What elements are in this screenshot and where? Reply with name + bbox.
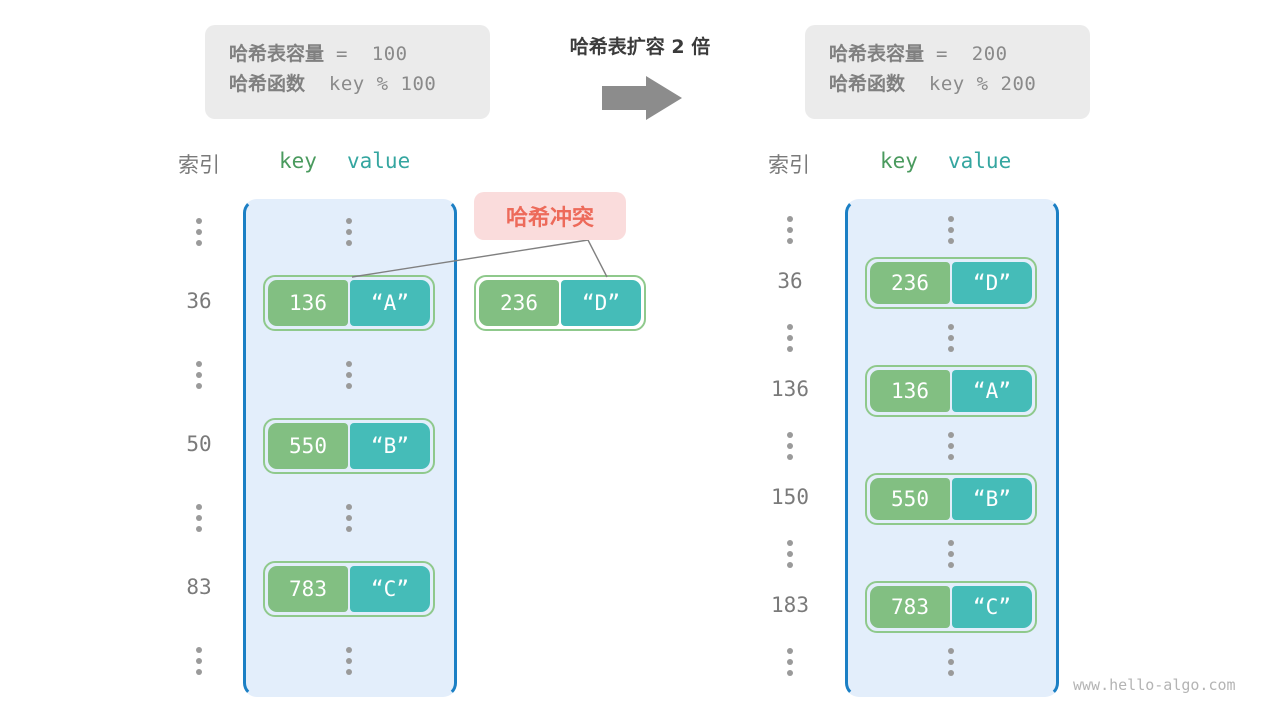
kv-pair[interactable]: 550“B” [263, 417, 435, 474]
right-hash-label: 哈希函数 [829, 73, 906, 95]
left-capacity-value: = 100 [324, 43, 408, 65]
kv-value: “B” [952, 478, 1032, 520]
kv-value: “D” [952, 262, 1032, 304]
left-capacity-line: 哈希表容量 = 100 [229, 39, 466, 69]
left-info-box: 哈希表容量 = 100 哈希函数 key % 100 [205, 25, 490, 119]
right-info-box: 哈希表容量 = 200 哈希函数 key % 200 [805, 25, 1090, 119]
index-ellipsis [196, 361, 202, 389]
kv-value: “C” [350, 565, 430, 612]
kv-key: 550 [268, 422, 348, 469]
bucket-ellipsis [346, 361, 352, 389]
index-ellipsis [787, 432, 793, 460]
colliding-key: 236 [479, 280, 559, 326]
collision-callout: 哈希冲突 [474, 192, 626, 240]
bucket-ellipsis [948, 324, 954, 352]
index-label: 136 [771, 377, 809, 401]
right-header-value: value [948, 149, 1012, 173]
kv-pair[interactable]: 136“A” [263, 274, 435, 331]
right-arrow-icon [602, 76, 682, 120]
index-ellipsis [196, 218, 202, 246]
bucket-ellipsis [346, 218, 352, 246]
right-capacity-line: 哈希表容量 = 200 [829, 39, 1066, 69]
colliding-value: “D” [561, 280, 641, 326]
left-hash-label: 哈希函数 [229, 73, 306, 95]
index-ellipsis [196, 504, 202, 532]
watermark: www.hello-algo.com [1073, 676, 1236, 694]
index-label: 150 [771, 485, 809, 509]
index-ellipsis [196, 647, 202, 675]
right-capacity-label: 哈希表容量 [829, 43, 925, 65]
left-header-value: value [347, 149, 411, 173]
kv-value: “B” [350, 422, 430, 469]
kv-key: 783 [268, 565, 348, 612]
right-capacity-value: = 200 [924, 43, 1008, 65]
kv-pair[interactable]: 550“B” [865, 473, 1037, 525]
kv-key: 783 [870, 586, 950, 628]
kv-pair[interactable]: 136“A” [865, 365, 1037, 417]
left-header-key: key [279, 149, 317, 173]
kv-value: “A” [952, 370, 1032, 412]
left-capacity-label: 哈希表容量 [229, 43, 325, 65]
kv-key: 136 [268, 279, 348, 326]
bucket-ellipsis [948, 648, 954, 676]
bucket-ellipsis [346, 504, 352, 532]
kv-pair[interactable]: 236“D” [865, 257, 1037, 309]
kv-key: 136 [870, 370, 950, 412]
index-label: 83 [186, 574, 212, 599]
kv-key: 550 [870, 478, 950, 520]
index-ellipsis [787, 540, 793, 568]
index-ellipsis [787, 324, 793, 352]
kv-value: “A” [350, 279, 430, 326]
index-label: 50 [186, 431, 212, 456]
expand-caption: 哈希表扩容 2 倍 [569, 36, 711, 58]
bucket-ellipsis [948, 432, 954, 460]
index-label: 36 [186, 288, 212, 313]
kv-key: 236 [870, 262, 950, 304]
index-ellipsis [787, 648, 793, 676]
right-hash-line: 哈希函数 key % 200 [829, 69, 1066, 99]
bucket-ellipsis [948, 216, 954, 244]
kv-value: “C” [952, 586, 1032, 628]
left-header-index: 索引 [178, 153, 220, 177]
index-label: 183 [771, 593, 809, 617]
bucket-ellipsis [948, 540, 954, 568]
colliding-pair[interactable]: 236 “D” [474, 275, 646, 331]
index-label: 36 [777, 269, 803, 293]
right-header-key: key [880, 149, 918, 173]
right-header-index: 索引 [768, 153, 810, 177]
kv-pair[interactable]: 783“C” [865, 581, 1037, 633]
kv-pair[interactable]: 783“C” [263, 560, 435, 617]
right-hash-value: key % 200 [905, 73, 1037, 95]
left-hash-value: key % 100 [305, 73, 437, 95]
index-ellipsis [787, 216, 793, 244]
bucket-ellipsis [346, 647, 352, 675]
left-hash-line: 哈希函数 key % 100 [229, 69, 466, 99]
